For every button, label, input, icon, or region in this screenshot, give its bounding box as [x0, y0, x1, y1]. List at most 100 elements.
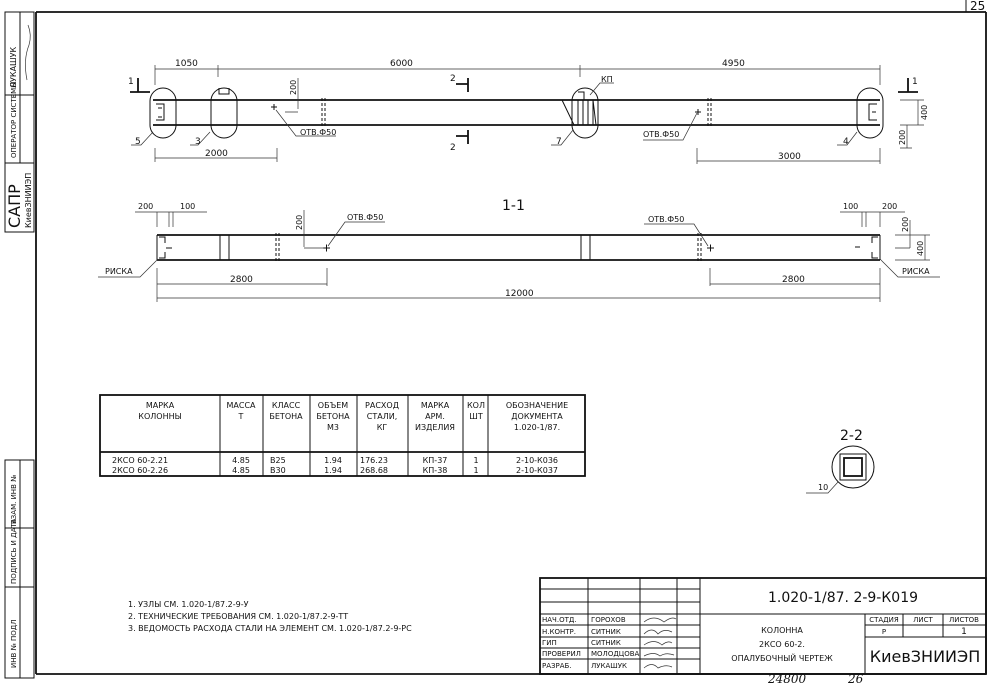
cell: 1.94 [324, 456, 342, 465]
drawing-name: КОЛОННА 2КСО 60-2. ОПАЛУБОЧНЫЙ ЧЕРТЕЖ [731, 626, 833, 663]
hole-label-right: ОТВ.Ф50 [643, 130, 679, 139]
hole-label-right-section: ОТВ.Ф50 [648, 215, 684, 224]
notes: 1. УЗЛЫ СМ. 1.020-1/87.2-9-У 2. ТЕХНИЧЕС… [128, 600, 412, 633]
dim-4950: 4950 [722, 59, 745, 69]
cell: 4.85 [232, 456, 250, 465]
role-name: МОЛОДЦОВА [591, 650, 640, 658]
header-cell: ШТ [469, 412, 483, 421]
column-elevation: 1050 6000 4950 200 ОТВ.Ф50 ОТВ.Ф50 КП 20… [128, 59, 929, 164]
document-code: 1.020-1/87. 2-9-К019 [768, 590, 918, 606]
header-cell: 1.020-1/87. [514, 423, 560, 432]
cell: КП-37 [423, 456, 448, 465]
cell: 2-10-К037 [516, 466, 558, 475]
cell: 1 [473, 456, 478, 465]
header-cell: БЕТОНА [269, 412, 303, 421]
sheets-value: 1 [961, 627, 967, 637]
table-header: МАРКА КОЛОННЫ МАССА Т КЛАСС БЕТОНА ОБЪЕМ… [138, 401, 568, 432]
header-cell: ОБОЗНАЧЕНИЕ [506, 401, 568, 410]
cell: 2-10-К036 [516, 456, 558, 465]
cell: КП-38 [423, 466, 448, 475]
risk-label-left: РИСКА [105, 267, 133, 276]
name-line: ОПАЛУБОЧНЫЙ ЧЕРТЕЖ [731, 652, 833, 663]
name-line: 2КСО 60-2. [759, 640, 805, 649]
table-row: 2КСО 60-2.21 4.85 В25 1.94 176.23 КП-37 … [112, 456, 558, 465]
dim-3000: 3000 [778, 152, 801, 162]
signatures [643, 617, 677, 669]
cell: 2КСО 60-2.21 [112, 456, 168, 465]
dim-6000: 6000 [390, 59, 413, 69]
role-name: СИТНИК [591, 628, 621, 636]
cell: 1 [473, 466, 478, 475]
section-2-mark-top: 2 [450, 74, 456, 84]
stage-value: Р [882, 628, 886, 636]
callout-5: 5 [135, 137, 141, 147]
callout-10: 10 [818, 483, 828, 492]
role-label: РАЗРАБ. [542, 662, 572, 670]
header-cell: КГ [377, 423, 388, 432]
header-cell: ОБЪЕМ [318, 401, 349, 410]
role-name: ЛУКАШУК [591, 662, 627, 670]
handwritten-sheet: 26 [847, 672, 864, 684]
stage-header: СТАДИЯ [869, 616, 899, 624]
cell: 268.68 [360, 466, 388, 475]
dim-200-right-top: 200 [882, 202, 897, 211]
note-3: 3. ВЕДОМОСТЬ РАСХОДА СТАЛИ НА ЭЛЕМЕНТ СМ… [128, 624, 412, 633]
section-2-2: 2-2 10 [806, 428, 875, 494]
callout-3: 3 [195, 137, 201, 147]
organization: КиевЗНИИЭП [870, 647, 980, 666]
strip-inv-vzam: ВЗАМ. ИНВ № [10, 475, 18, 524]
dim-400-section-right: 400 [916, 241, 925, 256]
dim-200-right: 200 [898, 130, 907, 145]
section-2-mark-bottom: 2 [450, 143, 456, 153]
strip-sapr: САПР [5, 184, 24, 228]
section-2-2-title: 2-2 [840, 428, 863, 444]
cell: В30 [270, 466, 286, 475]
strip-signature [25, 24, 31, 81]
strip-org: КиевЗНИИЭП [24, 173, 33, 228]
cell: 4.85 [232, 466, 250, 475]
section-1-mark-right: 1 [912, 77, 918, 87]
strip-operator: ОПЕРАТОР СИСТЕМЫ [10, 82, 18, 158]
header-cell: РАСХОД [365, 401, 399, 410]
cell: 176.23 [360, 456, 388, 465]
hole-label-left-section: ОТВ.Ф50 [347, 213, 383, 222]
header-cell: М3 [327, 423, 339, 432]
cell: 1.94 [324, 466, 342, 475]
roles: НАЧ.ОТД. ГОРОХОВ Н.КОНТР. СИТНИК ГИП СИТ… [542, 616, 640, 670]
note-1: 1. УЗЛЫ СМ. 1.020-1/87.2-9-У [128, 600, 249, 609]
header-cell: МАССА [226, 401, 256, 410]
header-cell: КОЛОННЫ [138, 412, 181, 421]
callout-7: 7 [556, 137, 562, 147]
header-cell: МАРКА [146, 401, 175, 410]
header-cell: ДОКУМЕНТА [511, 412, 563, 421]
dim-1050: 1050 [175, 59, 198, 69]
strip-inv-podl: ИНВ № ПОДЛ [10, 619, 18, 668]
dim-100-left: 100 [180, 202, 195, 211]
sheets-header: ЛИСТОВ [949, 616, 979, 624]
dim-200-section-right: 200 [901, 217, 910, 232]
handwritten-number: 24800 [767, 672, 807, 684]
spec-table: МАРКА КОЛОННЫ МАССА Т КЛАСС БЕТОНА ОБЪЕМ… [99, 394, 586, 477]
dim-2800-left: 2800 [230, 275, 253, 285]
strip-signature-date: ПОДПИСЬ И ДАТА [10, 518, 18, 584]
strip-author: ЛУКАШУК [9, 47, 18, 88]
hole-label-left: ОТВ.Ф50 [300, 128, 336, 137]
kp-label: КП [601, 75, 613, 84]
page-number: 25 [970, 0, 985, 13]
callout-4: 4 [843, 137, 849, 147]
header-cell: БЕТОНА [316, 412, 350, 421]
dim-100-right: 100 [843, 202, 858, 211]
dim-200-hole: 200 [289, 80, 298, 95]
dim-2800-right: 2800 [782, 275, 805, 285]
title-block: 1.020-1/87. 2-9-К019 НАЧ.ОТД. ГОРОХОВ Н.… [539, 577, 987, 675]
header-cell: КЛАСС [272, 401, 301, 410]
role-name: СИТНИК [591, 639, 621, 647]
section-1-1: 1-1 200 100 100 200 200 ОТВ.Ф50 ОТВ.Ф50 … [98, 198, 940, 302]
section-1-mark-left: 1 [128, 77, 134, 87]
dim-200-left: 200 [138, 202, 153, 211]
section-1-1-title: 1-1 [502, 198, 525, 214]
sheet-header: ЛИСТ [913, 616, 933, 624]
dim-12000: 12000 [505, 289, 534, 299]
cell: В25 [270, 456, 286, 465]
